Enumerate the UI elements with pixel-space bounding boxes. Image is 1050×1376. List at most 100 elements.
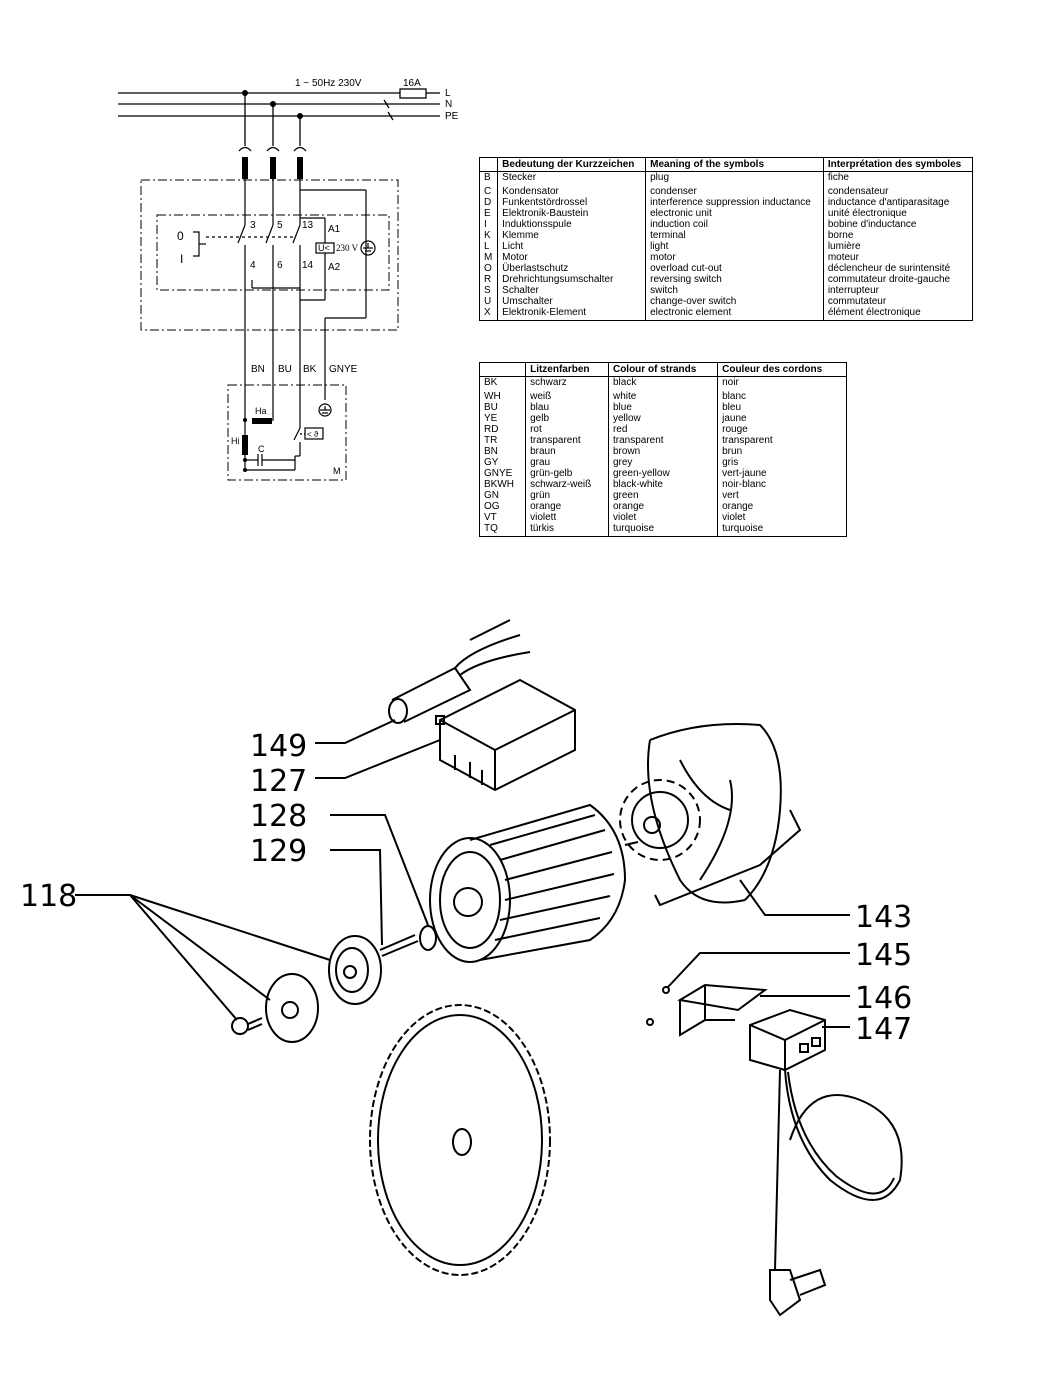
saw-blade-part [369,1004,551,1276]
colours-cell-fr: bleu [717,402,847,413]
symbols-header-de: Bedeutung der Kurzzeichen [497,157,646,172]
symbols-cell-fr: bobine d'inductance [822,219,974,230]
symbols-cell-de: Licht [497,241,646,252]
symbols-cell-en: motor [645,252,824,263]
colours-cell-fr: jaune [717,413,847,424]
symbols-cell-code: X [478,307,498,321]
colours-cell-de: grün [525,490,609,501]
colours-cell-code: TQ [478,523,526,537]
exploded-parts-view: 149 127 128 129 118 143 145 146 147 [20,619,912,1317]
colours-cell-fr: noir-blanc [717,479,847,490]
symbols-cell-en: overload cut-out [645,263,824,274]
symbols-cell-de: Induktionsspule [497,219,646,230]
terminal-3: 3 [250,220,256,231]
symbols-cell-fr: borne [822,230,974,241]
symbols-cell-de: Kondensator [497,183,646,197]
capacitor-c-label: C [258,444,265,454]
colours-cell-en: blue [607,402,718,413]
callout-147: 147 [855,1012,912,1047]
colours-cell-fr: transparent [717,435,847,446]
colours-cell-en: violet [607,512,718,523]
wire-bn-label: BN [251,364,265,375]
symbols-cell-de: Drehrichtungsumschalter [497,274,646,285]
power-cable-part [769,1069,903,1317]
terminal-box-part [435,678,576,792]
symbols-cell-code: U [478,296,498,307]
colours-cell-de: transparent [525,435,609,446]
fuse-label: 16A [403,78,421,89]
symbols-cell-en: condenser [645,183,824,197]
colours-cell-code: BK [478,376,526,388]
symbols-cell-code: L [478,241,498,252]
callout-143: 143 [855,900,912,935]
colours-table: Litzenfarben Colour of strands Couleur d… [478,362,847,537]
colours-cell-code: TR [478,435,526,446]
symbols-cell-fr: fiche [822,171,974,183]
colours-cell-de: orange [525,501,609,512]
fan-impeller-part [619,779,701,861]
colours-table-header: Litzenfarben Colour of strands Couleur d… [478,362,847,377]
colours-cell-de: gelb [525,413,609,424]
wiring-schematic: 1 ~ 50Hz 230V 16A L N PE 3 5 13 A1 4 6 1… [118,78,459,481]
fan-cover-part [647,723,782,904]
colours-cell-fr: blanc [717,388,847,402]
symbols-cell-fr: moteur [822,252,974,263]
symbols-cell-en: light [645,241,824,252]
switch-box-part [749,1008,826,1072]
colours-cell-fr: rouge [717,424,847,435]
nut-part [419,925,437,951]
callout-129: 129 [250,834,307,869]
symbols-cell-fr: lumière [822,241,974,252]
bolt-part [379,934,419,957]
symbols-cell-de: Funkentstördrossel [497,197,646,208]
colours-cell-de: grün-gelb [525,468,609,479]
colours-cell-de: grau [525,457,609,468]
symbols-header-en: Meaning of the symbols [645,157,824,172]
callout-128: 128 [250,799,307,834]
colours-cell-code: BN [478,446,526,457]
colours-cell-fr: noir [717,376,847,388]
colours-cell-de: rot [525,424,609,435]
symbols-cell-en: plug [645,171,824,183]
symbols-cell-code: I [478,219,498,230]
terminal-a2: A2 [328,262,341,273]
flange-screw-part [231,1017,263,1035]
symbols-cell-de: Schalter [497,285,646,296]
symbols-cell-en: terminal [645,230,824,241]
coil-hi-label: Hi [231,436,240,446]
colours-cell-en: green [607,490,718,501]
terminal-6: 6 [277,260,283,271]
symbols-cell-fr: unité électronique [822,208,974,219]
callout-145: 145 [855,938,912,973]
switch-position-1: I [180,252,183,266]
switch-bracket-part [677,983,768,1037]
symbols-cell-en: switch [645,285,824,296]
inner-flange-part [328,935,382,1005]
symbols-cell-code: S [478,285,498,296]
colours-cell-de: violett [525,512,609,523]
symbols-cell-code: K [478,230,498,241]
symbols-cell-code: E [478,208,498,219]
terminal-5: 5 [277,220,283,231]
callout-127: 127 [250,764,307,799]
symbols-cell-en: induction coil [645,219,824,230]
colours-cell-en: transparent [607,435,718,446]
colours-cell-de: weiß [525,388,609,402]
colours-cell-de: schwarz-weiß [525,479,609,490]
callout-149: 149 [250,729,307,764]
symbols-cell-fr: interrupteur [822,285,974,296]
